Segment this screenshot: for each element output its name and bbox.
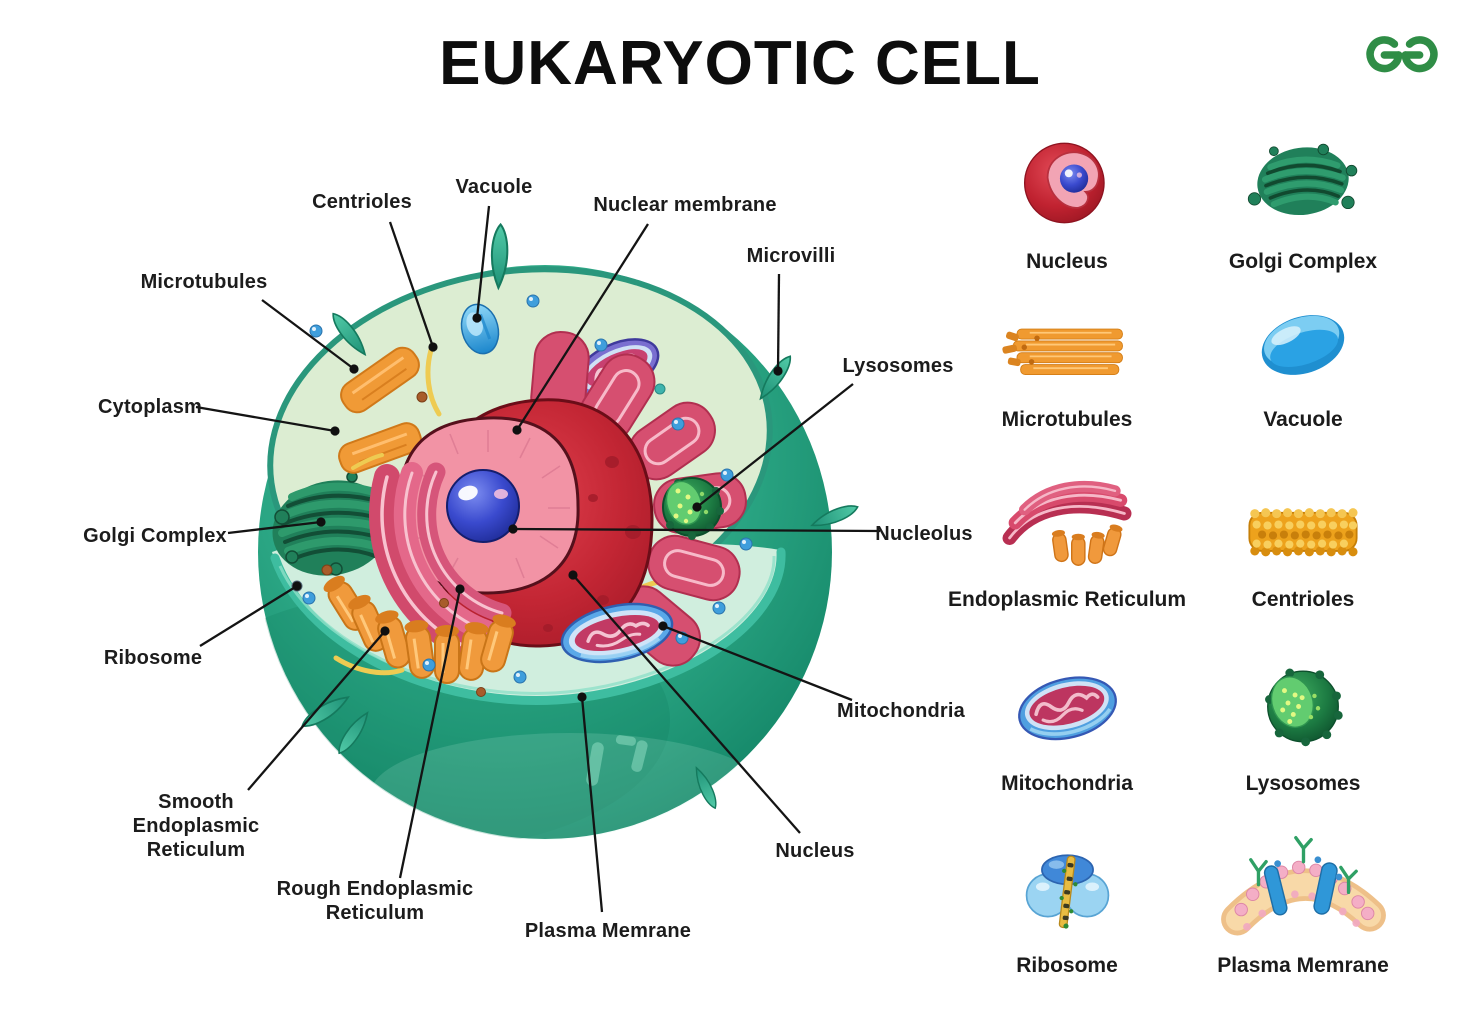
legend-item-centrioles: Centrioles [1186, 434, 1420, 614]
leader-dot-nucleolus [508, 524, 518, 534]
geeksforgeeks-logo-icon [1366, 36, 1438, 73]
lysosomes-icon [1265, 668, 1343, 747]
legend-item-plasma-memrane: Plasma Memrane [1186, 798, 1420, 980]
legend-label-lysosomes: Lysosomes [1245, 772, 1361, 795]
lysosome-organelle [662, 477, 724, 540]
leader-dot-microvilli [773, 366, 783, 376]
leader-dot-cytoplasm [330, 426, 340, 436]
leader-line-mitochondria [662, 624, 853, 702]
legend-label-centrioles: Centrioles [1251, 588, 1355, 611]
legend-label-vacuole: Vacuole [1263, 408, 1343, 431]
vacuole-icon [1261, 315, 1345, 375]
leader-line-smooth-er [247, 630, 386, 791]
legend-item-ribosome: Ribosome [948, 798, 1186, 980]
legend-item-nucleus: Nucleus [948, 118, 1186, 276]
vacuole-organelle [460, 303, 500, 355]
legend-item-golgi-complex: Golgi Complex [1186, 118, 1420, 276]
leader-line-nucleus [572, 574, 801, 834]
centrioles-icon [1248, 508, 1358, 557]
leader-dot-smooth-er [380, 626, 390, 636]
legend-item-microtubules: Microtubules [948, 276, 1186, 434]
leader-dot-plasma-membrane [577, 692, 587, 702]
leader-line-golgi-complex [227, 520, 322, 535]
legend-label-nucleus: Nucleus [1026, 250, 1108, 273]
leader-line-microvilli [776, 273, 781, 372]
leader-line-nuclear-membrane [516, 223, 649, 431]
leader-dot-nucleus [568, 570, 578, 580]
mitochondria-icon [1017, 676, 1117, 741]
legend-label-ribosome: Ribosome [1016, 954, 1118, 977]
leader-dot-golgi-complex [316, 517, 326, 527]
legend-label-plasma-memrane: Plasma Memrane [1217, 954, 1389, 977]
leader-line-microtubules [261, 299, 355, 370]
leader-dot-vacuole [472, 313, 482, 323]
microtubules-icon [1002, 328, 1123, 375]
nucleus-organelle [398, 398, 654, 648]
leader-line-rough-er [398, 588, 462, 879]
leader-lines [195, 205, 881, 913]
legend-label-microtubules: Microtubules [1001, 408, 1133, 431]
leader-line-vacuole [475, 205, 491, 319]
leader-dot-microtubules [349, 364, 359, 374]
legend-label-golgi-complex: Golgi Complex [1228, 250, 1378, 273]
smooth-er-tubes [323, 575, 516, 684]
leader-dot-centrioles [428, 342, 438, 352]
leader-line-nucleolus [512, 527, 881, 533]
microvilli-bumps [301, 222, 859, 810]
legend-label-endoplasmic-reticulum: Endoplasmic Reticulum [948, 588, 1187, 611]
leader-line-lysosomes [696, 383, 854, 508]
legend-label-mitochondria: Mitochondria [1001, 772, 1133, 795]
golgi-icon [1247, 143, 1358, 216]
microtubule-patches [338, 346, 422, 474]
legend-item-lysosomes: Lysosomes [1186, 614, 1420, 798]
endoplasmic-reticulum-icon [1002, 480, 1132, 566]
leader-dot-ribosome [292, 581, 302, 591]
ribosome-icon [1025, 854, 1109, 929]
nucleus-icon [1024, 142, 1105, 224]
leader-line-cytoplasm [195, 405, 336, 433]
page-title: EUKARYOTIC CELL [439, 29, 1041, 98]
leader-dot-nuclear-membrane [512, 425, 522, 435]
cell-body [257, 222, 859, 840]
legend-item-endoplasmic-reticulum: Endoplasmic Reticulum [948, 434, 1186, 614]
leader-line-ribosome [199, 585, 298, 647]
legend-item-vacuole: Vacuole [1186, 276, 1420, 434]
leader-line-centrioles [388, 221, 435, 348]
legend-item-mitochondria: Mitochondria [948, 614, 1186, 798]
leader-dot-mitochondria [658, 621, 668, 631]
plasma-membrane-icon [1220, 836, 1386, 936]
leader-dot-rough-er [455, 584, 465, 594]
leader-dot-lysosomes [692, 502, 702, 512]
nucleolus-organelle [446, 469, 520, 543]
organelle-legend: Nucleus Golgi Complex Microtubu [948, 118, 1420, 980]
leader-line-plasma-membrane [580, 696, 604, 913]
